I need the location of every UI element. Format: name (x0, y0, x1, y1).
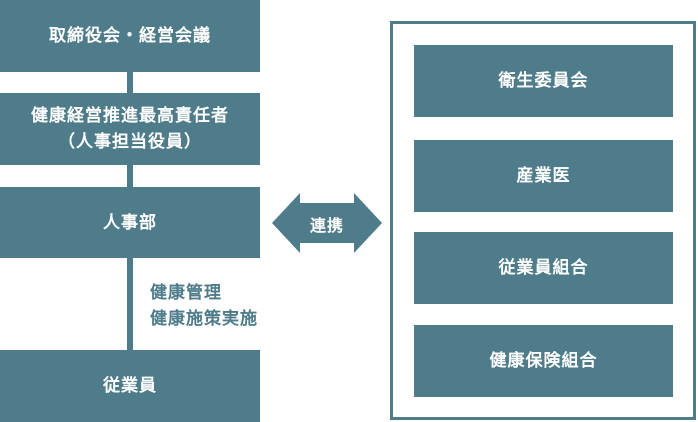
industrial-physician-box: 産業医 (414, 140, 673, 212)
note-line-health-measures: 健康施策実施 (150, 309, 258, 329)
connector-board-officer (127, 70, 133, 95)
employees-box: 従業員 (0, 350, 260, 422)
labor-union-box: 従業員組合 (414, 232, 673, 304)
connector-hr-employees (127, 258, 133, 350)
double-arrow-icon (272, 193, 382, 253)
note-line-health-management: 健康管理 (150, 283, 222, 303)
double-arrow-shape (272, 193, 382, 253)
board-label: 取締役会・経営会議 (49, 26, 211, 46)
hr-responsibility-note: 健康管理 健康施策実施 (150, 280, 258, 332)
officer-box: 健康経営推進最高責任者 （人事担当役員） (0, 93, 260, 165)
labor-union-label: 従業員組合 (498, 258, 589, 278)
link-label: 連携 (309, 216, 344, 235)
connector-officer-hr (127, 165, 133, 187)
health-committee-label: 衛生委員会 (498, 71, 589, 91)
officer-label-line1: 健康経営推進最高責任者 (31, 106, 229, 126)
health-insurance-union-label: 健康保険組合 (489, 351, 598, 371)
employees-label: 従業員 (103, 376, 157, 396)
hr-department-box: 人事部 (0, 187, 260, 258)
officer-label-line2: （人事担当役員） (58, 132, 202, 152)
health-insurance-union-box: 健康保険組合 (414, 325, 673, 397)
hr-department-label: 人事部 (103, 212, 157, 233)
board-box: 取締役会・経営会議 (0, 0, 260, 72)
partners-frame (390, 21, 696, 420)
health-committee-box: 衛生委員会 (414, 45, 673, 117)
industrial-physician-label: 産業医 (516, 166, 571, 186)
